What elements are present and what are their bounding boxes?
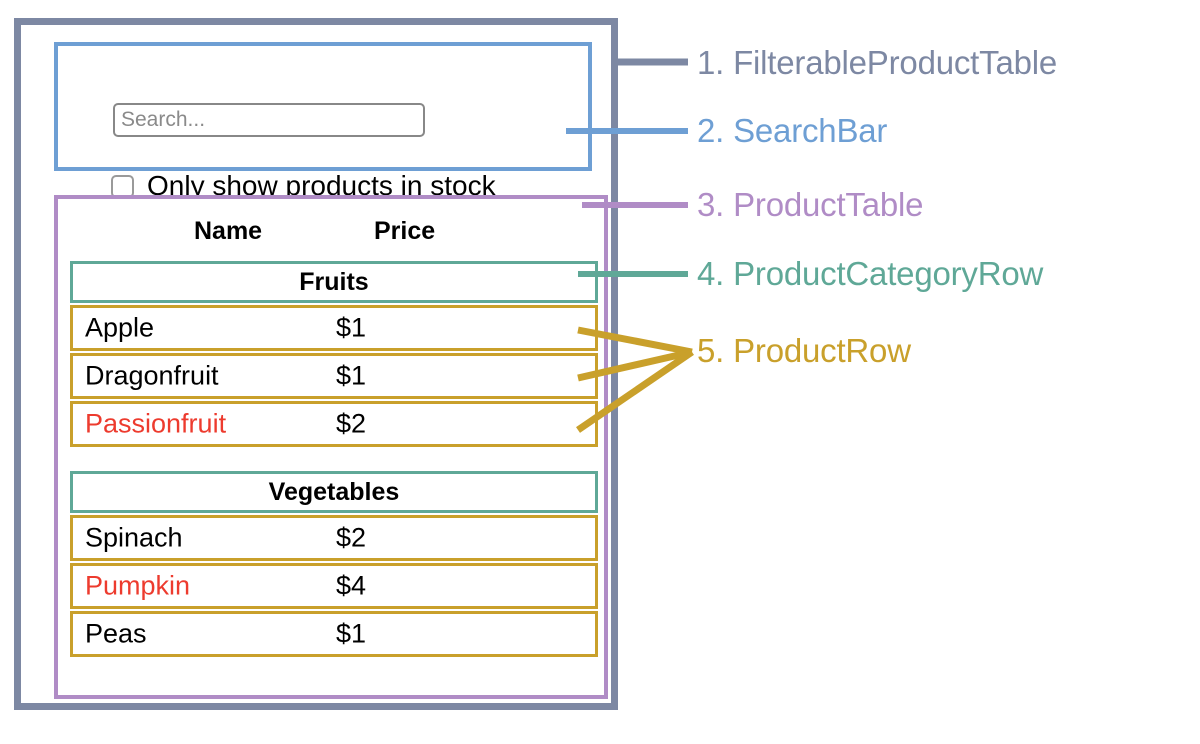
- product-row: Apple $1: [70, 305, 598, 351]
- row-group-gap: [70, 449, 598, 471]
- column-header-name: Name: [194, 217, 263, 245]
- column-header-price: Price: [374, 217, 436, 245]
- product-name-cell: Pumpkin: [85, 570, 191, 601]
- product-price-cell: $4: [336, 570, 367, 601]
- product-category-row: Fruits: [70, 261, 598, 303]
- product-category-label: Vegetables: [268, 477, 400, 506]
- search-input[interactable]: [113, 103, 425, 137]
- product-category-row: Vegetables: [70, 471, 598, 513]
- search-bar-frame: Only show products in stock: [54, 42, 592, 200]
- product-row: Dragonfruit $1: [70, 353, 598, 399]
- product-name-cell: Spinach: [85, 522, 183, 553]
- annotation-label-product-row: 5. ProductRow: [697, 332, 911, 369]
- in-stock-checkbox-label: Only show products in stock: [147, 170, 496, 201]
- annotation-label-filterable-product-table: 1. FilterableProductTable: [697, 44, 1058, 81]
- product-row: Peas $1: [70, 611, 598, 657]
- product-price-cell: $2: [336, 408, 367, 439]
- product-name-cell: Passionfruit: [85, 408, 227, 439]
- product-category-label: Fruits: [299, 267, 369, 296]
- annotation-label-product-category-row: 4. ProductCategoryRow: [697, 255, 1044, 292]
- filterable-product-table-frame: Only show products in stock Name Price F…: [14, 18, 618, 710]
- product-price-cell: $2: [336, 522, 367, 553]
- product-row: Spinach $2: [70, 515, 598, 561]
- annotation-label-product-table: 3. ProductTable: [697, 186, 924, 223]
- product-row: Passionfruit $2: [70, 401, 598, 447]
- product-name-cell: Apple: [85, 312, 155, 343]
- product-price-cell: $1: [336, 360, 367, 391]
- in-stock-filter-row[interactable]: Only show products in stock: [111, 172, 496, 200]
- product-price-cell: $1: [336, 618, 367, 649]
- product-price-cell: $1: [336, 312, 367, 343]
- annotation-label-search-bar: 2. SearchBar: [697, 112, 888, 149]
- product-name-cell: Peas: [85, 618, 147, 649]
- product-row: Pumpkin $4: [70, 563, 598, 609]
- product-name-cell: Dragonfruit: [85, 360, 219, 391]
- product-table-header: Name Price: [58, 215, 604, 251]
